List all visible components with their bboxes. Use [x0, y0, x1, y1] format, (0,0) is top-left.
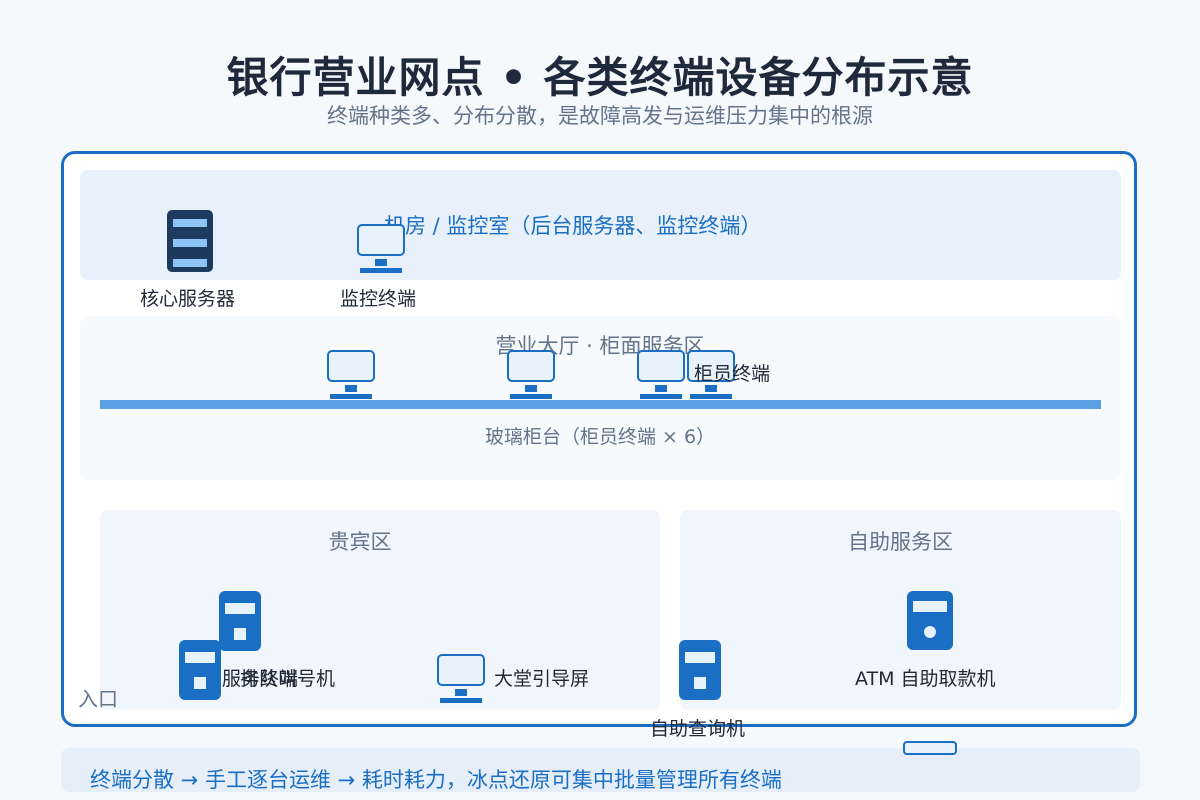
- teller-terminal-icon: [637, 350, 685, 399]
- page-subtitle: 终端种类多、分布分散，是故障高发与运维压力集中的根源: [327, 104, 873, 128]
- zone-hall-label: 营业大厅 · 柜面服务区: [495, 334, 705, 358]
- zone-vip-label: 贵宾区: [328, 530, 392, 554]
- atm-icon: [907, 591, 953, 650]
- teller-terminal-label: 柜员终端: [694, 363, 771, 385]
- service-terminal-icon: [179, 640, 221, 700]
- zone-machine-room-label: 机房 / 监控室（后台服务器、监控终端）: [384, 214, 762, 238]
- core-server-label: 核心服务器: [140, 288, 236, 310]
- teller-terminal-icon: [507, 350, 555, 399]
- lobby-screen-label: 大堂引导屏: [494, 668, 590, 690]
- inquiry-machine-label: 自助查询机: [650, 718, 746, 740]
- entrance-label: 入口: [78, 687, 118, 711]
- teller-terminal-icon: [327, 350, 375, 399]
- teller-terminal-icon: [687, 350, 735, 399]
- page-title: 银行营业网点 • 各类终端设备分布示意: [226, 53, 974, 102]
- inquiry-machine-icon: [679, 640, 721, 700]
- zone-hall: [80, 316, 1121, 480]
- zone-machine-room: [80, 170, 1121, 280]
- zone-self-service: [680, 510, 1121, 710]
- glass-counter-label: 玻璃柜台（柜员终端 × 6）: [484, 426, 716, 448]
- footer-bar: [61, 748, 1140, 792]
- atm-label: ATM 自助取款机: [855, 668, 996, 690]
- device-edge-icon: [903, 741, 957, 755]
- monitor-terminal-icon: [357, 224, 405, 273]
- lobby-screen-icon: [437, 654, 485, 703]
- glass-counter: [100, 400, 1101, 409]
- monitor-terminal-label: 监控终端: [340, 288, 417, 310]
- queue-machine-label: 排队叫号机: [240, 668, 336, 690]
- queue-machine-icon: [219, 591, 261, 651]
- core-server-icon: [167, 210, 213, 272]
- footer-note: 终端分散 → 手工逐台运维 → 耗时耗力，冰点还原可集中批量管理所有终端: [90, 768, 782, 792]
- service-terminal-label: 服务终端: [222, 668, 299, 690]
- zone-self-service-label: 自助服务区: [848, 530, 953, 554]
